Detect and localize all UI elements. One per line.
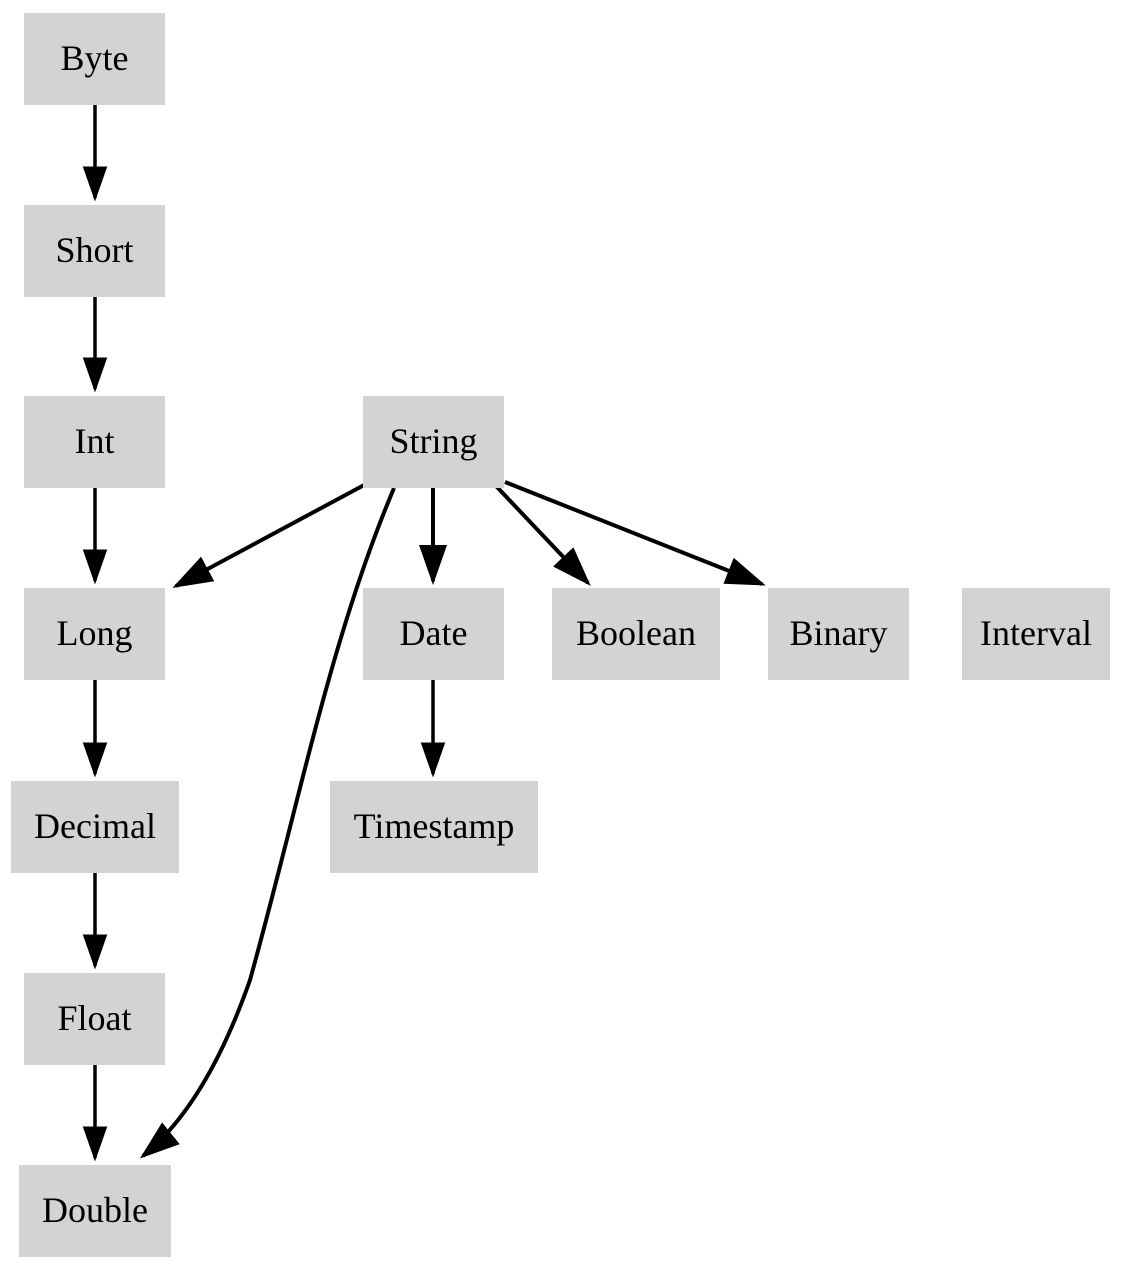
node-double-label: Double — [42, 1190, 148, 1230]
node-date[interactable]: Date — [363, 588, 504, 680]
node-long-label: Long — [56, 613, 133, 653]
node-string[interactable]: String — [363, 396, 504, 488]
node-boolean[interactable]: Boolean — [552, 588, 720, 680]
node-interval[interactable]: Interval — [962, 588, 1110, 680]
node-timestamp[interactable]: Timestamp — [330, 781, 538, 873]
node-double[interactable]: Double — [19, 1165, 171, 1257]
node-decimal-label: Decimal — [34, 806, 156, 846]
node-int-label: Int — [74, 421, 115, 461]
node-timestamp-label: Timestamp — [353, 806, 515, 846]
node-long[interactable]: Long — [24, 588, 165, 680]
node-int[interactable]: Int — [24, 396, 165, 488]
edge-string-binary — [504, 480, 766, 586]
node-byte[interactable]: Byte — [24, 13, 165, 105]
node-float[interactable]: Float — [24, 973, 165, 1065]
node-binary-label: Binary — [789, 613, 888, 653]
edge-string-boolean — [494, 484, 591, 586]
node-binary[interactable]: Binary — [768, 588, 909, 680]
node-date-label: Date — [399, 613, 468, 653]
node-decimal[interactable]: Decimal — [11, 781, 179, 873]
edge-string-long — [172, 482, 367, 588]
node-short-label: Short — [55, 230, 134, 270]
node-byte-label: Byte — [60, 38, 129, 78]
node-boolean-label: Boolean — [576, 613, 696, 653]
node-float-label: Float — [57, 998, 132, 1038]
node-interval-label: Interval — [980, 613, 1092, 653]
node-short[interactable]: Short — [24, 205, 165, 297]
node-string-label: String — [389, 421, 478, 461]
